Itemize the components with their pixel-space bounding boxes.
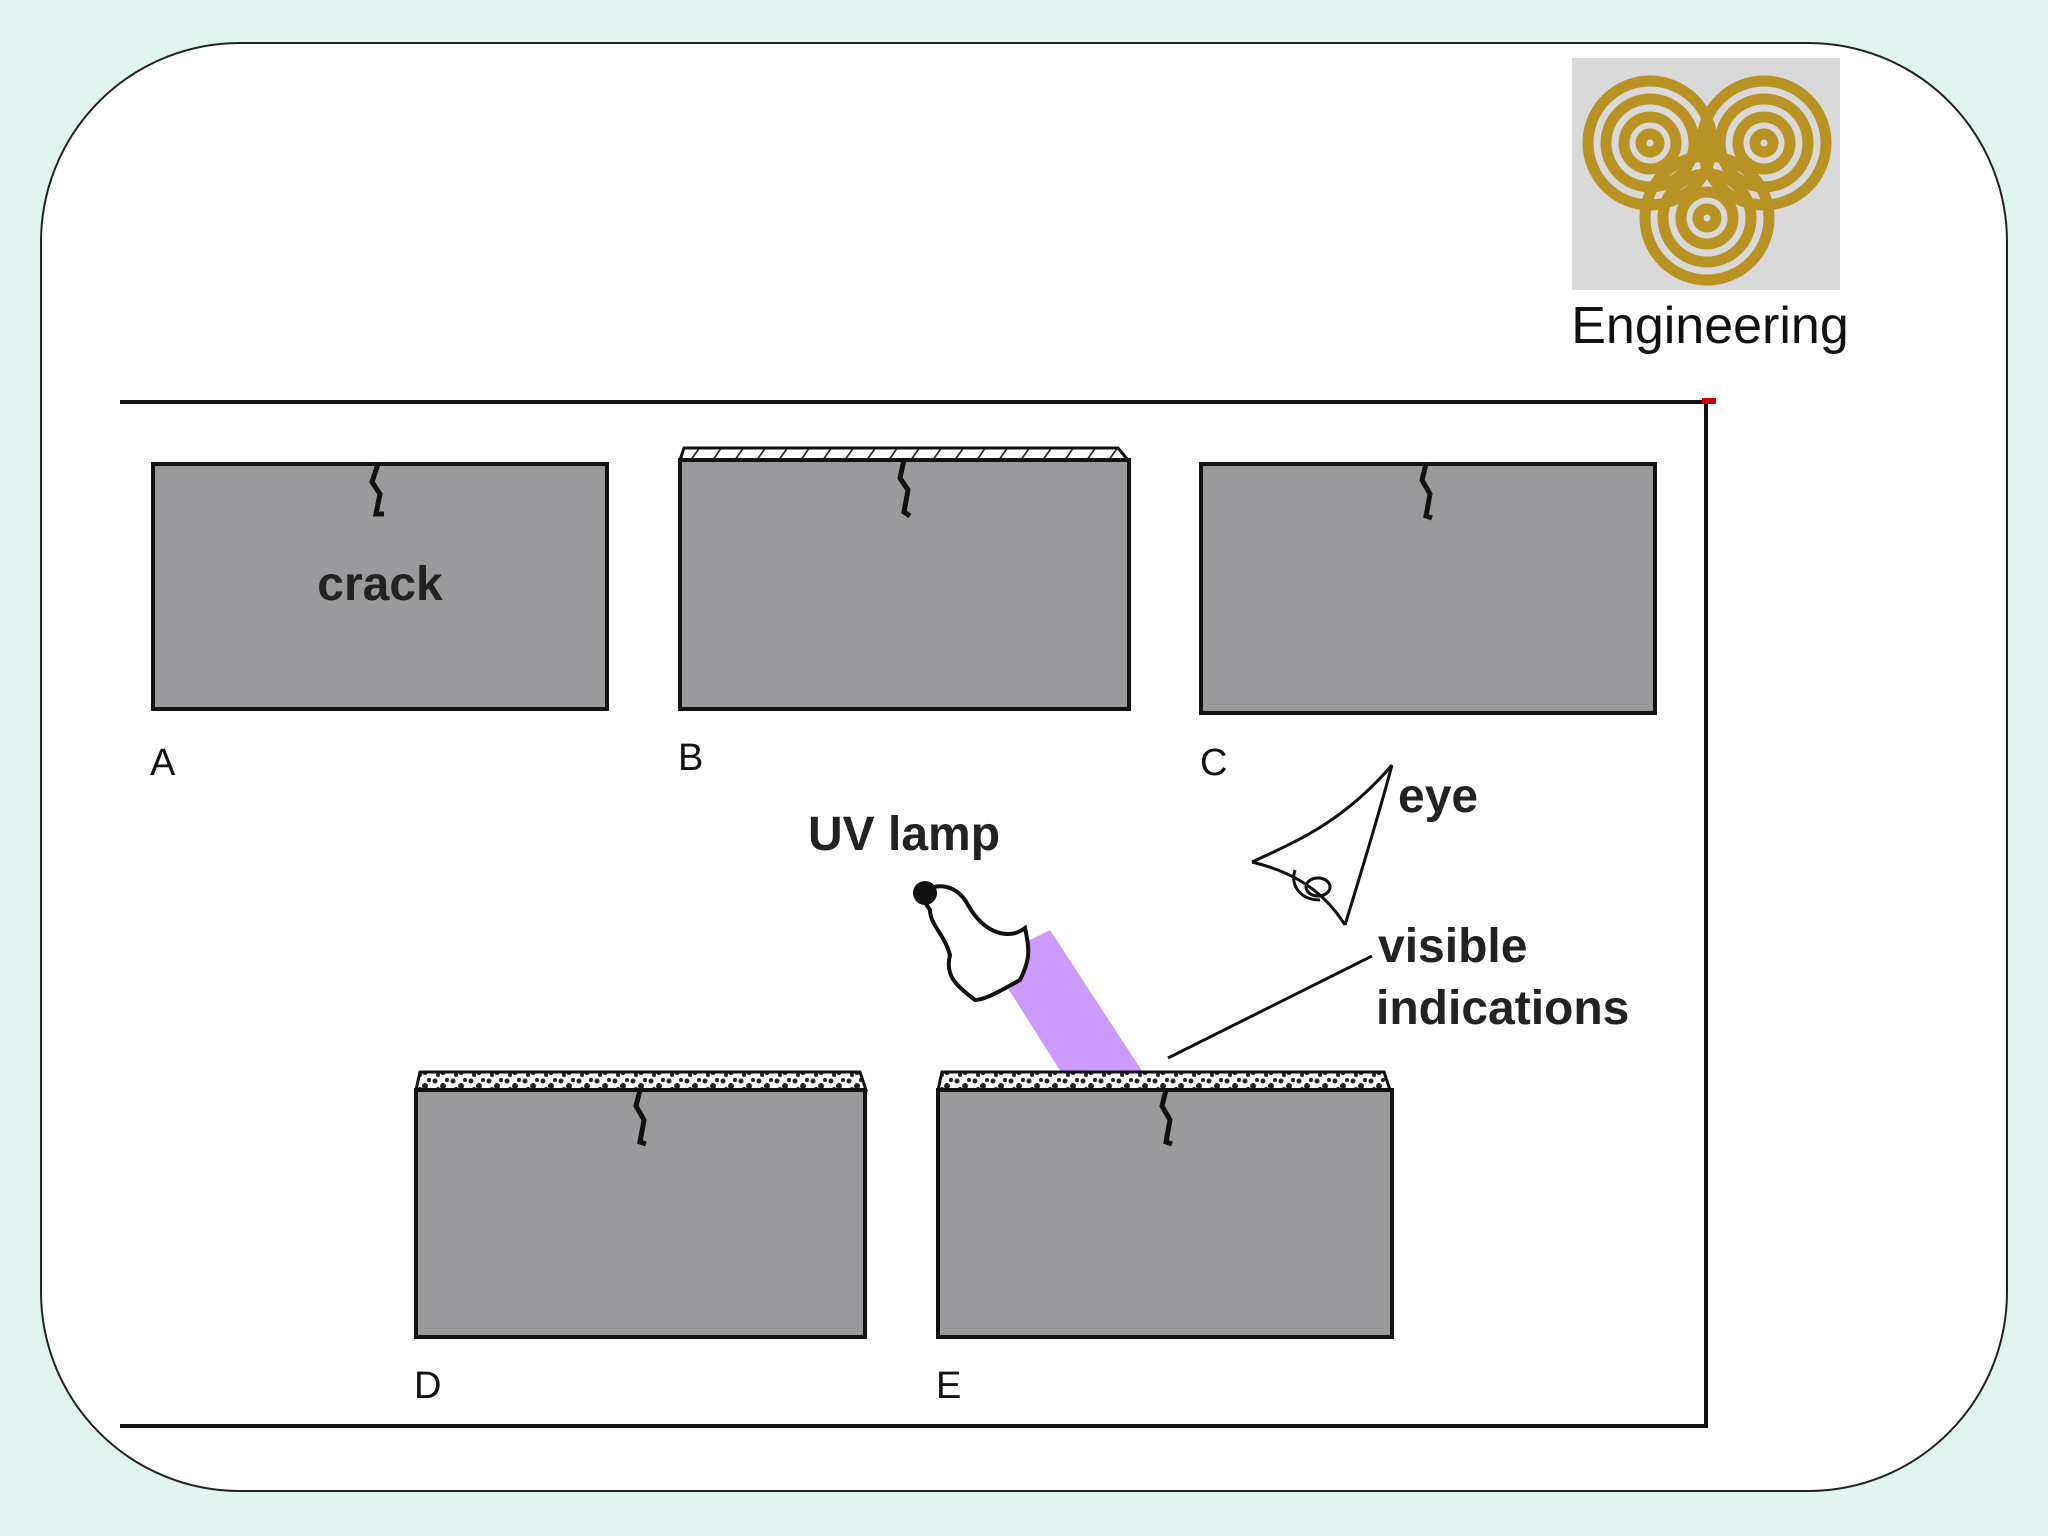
logo-caption: Engineering: [1571, 297, 1849, 355]
uv-lamp: UV lamp: [808, 808, 1148, 1110]
uv-lamp-bulb-icon: [917, 884, 1031, 1003]
panel-label-a: A: [150, 742, 176, 784]
developer-layer-d: [414, 1070, 869, 1092]
uv-lamp-label: UV lamp: [808, 808, 1000, 861]
crack-mark-e: [1159, 1089, 1173, 1147]
panel-label-c: C: [1200, 742, 1227, 784]
uv-lamp-tip: [913, 881, 937, 905]
panel-a: crack A: [150, 462, 609, 784]
panel-label-e: E: [936, 1365, 961, 1407]
crack-mark-c: [1419, 463, 1433, 521]
crack-mark-b: [897, 459, 912, 519]
triskele-spiral-icon: [1582, 75, 1832, 286]
panel-label-b: B: [678, 737, 703, 779]
visible-indications-label-line1: visible: [1378, 920, 1527, 973]
visible-indications-label-line2: indications: [1376, 982, 1629, 1035]
crack-label: crack: [317, 558, 443, 611]
crack-mark-a: [369, 463, 384, 517]
panel-d: D: [414, 1070, 869, 1407]
crack-mark-d: [633, 1089, 647, 1147]
test-block-e: [936, 1088, 1394, 1339]
developer-layer-e: [936, 1070, 1393, 1092]
panel-e: E: [936, 1070, 1394, 1407]
eye-icon: [1251, 764, 1394, 926]
indication-leader-line: [1167, 954, 1373, 1060]
test-block-b: [678, 458, 1131, 711]
uv-beam: [990, 930, 1148, 1110]
panel-c: C: [1199, 462, 1657, 784]
diagram-frame: [120, 400, 1708, 1428]
panel-b: B: [677, 446, 1132, 779]
logo: [1572, 58, 1840, 290]
eye-label: eye: [1398, 770, 1478, 823]
frame-corner-mark: [1702, 398, 1716, 404]
panel-label-d: D: [414, 1365, 441, 1407]
